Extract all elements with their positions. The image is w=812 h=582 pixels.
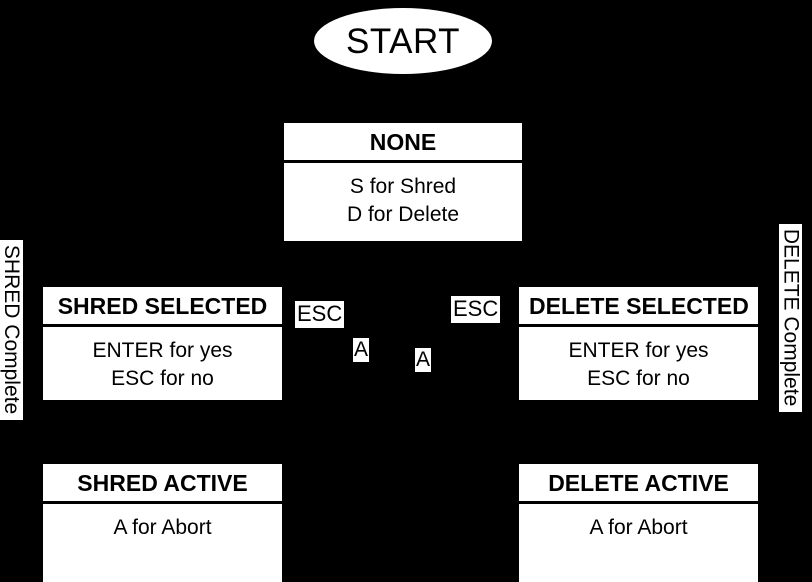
state-title-none: NONE [284, 123, 522, 164]
transition-label-shred-complete-text: SHRED Complete [0, 245, 24, 415]
start-node[interactable]: START [314, 8, 492, 74]
state-body-line: A for Abort [589, 516, 688, 540]
state-node-delete-selected[interactable]: DELETE SELECTED ENTER for yes ESC for no [519, 287, 758, 400]
state-body-line: ENTER for yes [568, 339, 709, 363]
state-body-line: ESC for no [587, 367, 690, 391]
transition-label-shred-complete: SHRED Complete [0, 240, 23, 420]
state-title-shred-active: SHRED ACTIVE [43, 464, 282, 505]
transition-label-delete-complete: DELETE Complete [779, 224, 802, 412]
state-body-delete-selected: ENTER for yes ESC for no [519, 327, 758, 400]
state-title-shred-selected: SHRED SELECTED [43, 287, 282, 328]
state-node-shred-active[interactable]: SHRED ACTIVE A for Abort [43, 464, 282, 582]
state-body-shred-selected: ENTER for yes ESC for no [43, 327, 282, 400]
state-body-line: S for Shred [349, 175, 457, 199]
state-title-delete-selected: DELETE SELECTED [519, 287, 758, 328]
transition-label-delete-complete-text: DELETE Complete [779, 229, 803, 407]
state-title-delete-active: DELETE ACTIVE [519, 464, 758, 505]
state-body-line: ENTER for yes [92, 339, 233, 363]
state-body-line: A for Abort [113, 516, 212, 540]
transition-label-esc-shred: ESC [295, 301, 345, 328]
state-body-shred-active: A for Abort [43, 504, 282, 582]
state-body-line: ESC for no [111, 367, 214, 391]
state-body-none: S for Shred D for Delete [284, 163, 522, 241]
state-node-none[interactable]: NONE S for Shred D for Delete [284, 123, 522, 241]
state-node-delete-active[interactable]: DELETE ACTIVE A for Abort [519, 464, 758, 582]
transition-label-abort-delete: A [415, 348, 432, 372]
state-body-delete-active: A for Abort [519, 504, 758, 582]
state-node-shred-selected[interactable]: SHRED SELECTED ENTER for yes ESC for no [43, 287, 282, 400]
transition-label-abort-shred: A [353, 338, 370, 362]
transition-label-esc-delete: ESC [451, 296, 501, 323]
start-node-label: START [346, 21, 460, 61]
state-body-line: D for Delete [346, 203, 460, 227]
